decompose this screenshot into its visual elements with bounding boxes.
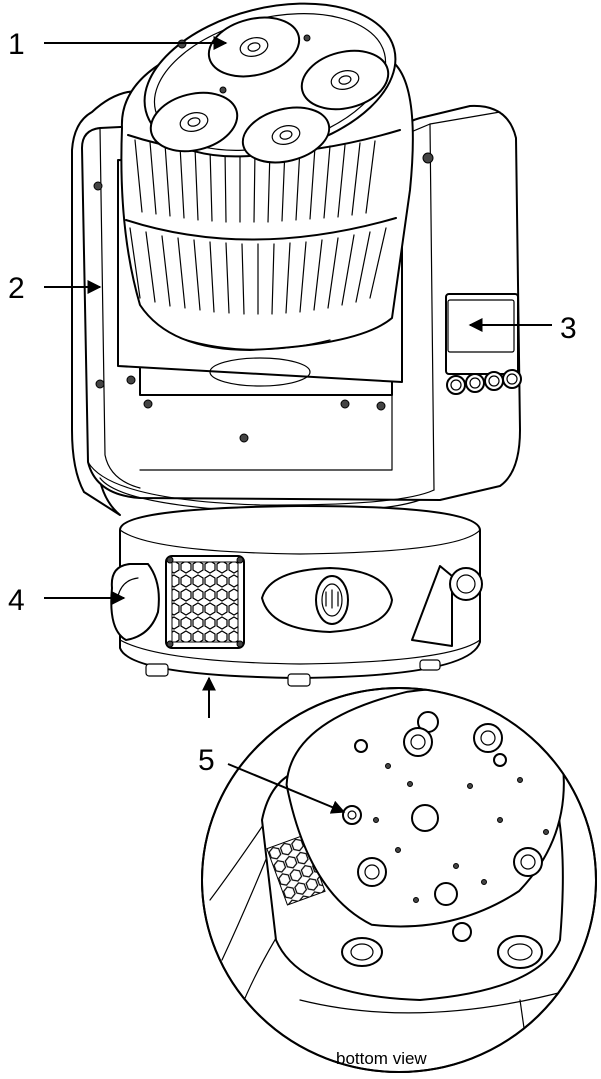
callout-arrow-5 — [227, 763, 346, 814]
callout-arrows — [44, 36, 552, 814]
moving-head — [120, 2, 414, 387]
callout-number-3: 3 — [560, 312, 577, 345]
led-lenses — [149, 16, 390, 164]
plate-feet — [357, 723, 543, 887]
base — [110, 505, 483, 687]
bottom-view-inset — [201, 687, 597, 1073]
callout-number-4: 4 — [8, 584, 25, 617]
safety-eyelet — [342, 805, 362, 825]
inset-caption: bottom view — [336, 1049, 427, 1068]
callout-number-5: 5 — [198, 744, 215, 777]
callout-number-2: 2 — [8, 272, 25, 305]
power-inlet — [110, 563, 160, 641]
callout-number-1: 1 — [8, 28, 25, 61]
